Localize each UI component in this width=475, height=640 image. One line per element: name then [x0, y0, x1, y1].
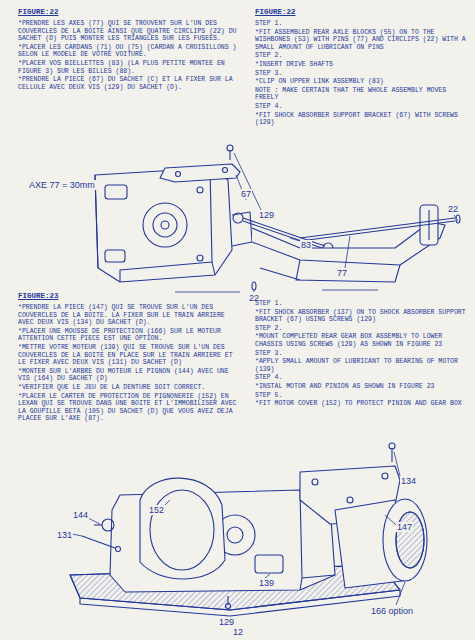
callout-number: AXE 77 = 30mm: [28, 180, 96, 190]
figure-heading: FIGURE:22: [255, 8, 296, 17]
instruction-text: STEP 1.: [255, 300, 467, 308]
shock-bracket: [160, 145, 240, 182]
instruction-text: STEP 4.: [255, 103, 467, 111]
instruction-text: *PLACER VOS BIELLETTES (83) (LA PLUS PET…: [18, 60, 240, 75]
instruction-text: *FIT ASSEMBLED REAR AXLE BLOCKS (55) ON …: [255, 29, 467, 52]
callout-number: 67: [240, 189, 252, 199]
instruction-text: *MONTER SUR L'ARBRE DU MOTEUR LE PIGNON …: [18, 368, 240, 383]
callout-number: 152: [148, 505, 165, 515]
pinion-and-screws: [82, 519, 231, 609]
callout-number: 12: [232, 627, 244, 637]
instruction-text: *PLACER LE CARTER DE PROTECTION DE PIGNO…: [18, 393, 240, 423]
callout-number: 144: [72, 510, 89, 520]
leader-lines: [175, 153, 458, 292]
instruction-text: *APPLY SMALL AMOUNT OF LUBRICANT TO BEAR…: [255, 358, 467, 373]
callout-number: 131: [56, 530, 73, 540]
instruction-text: *CLIP ON UPPER LINK ASSEMBLY (83): [255, 78, 467, 86]
instruction-text: STEP 3.: [255, 350, 467, 358]
callout-number: 77: [336, 268, 348, 278]
pin-77: [252, 215, 460, 290]
figure-heading: FIGURE:22: [18, 8, 59, 17]
instruction-text: STEP 4.: [255, 374, 467, 382]
instruction-text: STEP 1.: [255, 20, 467, 28]
instruction-text: *PLACER UNE MOUSSE DE PROTECTION (166) S…: [18, 328, 240, 343]
instruction-text: *INSTAL MOTOR AND PINION AS SHOWN IN FIG…: [255, 383, 467, 391]
callout-number: 166 option: [370, 606, 414, 616]
instruction-text: STEP 2.: [255, 52, 467, 60]
callout-number: 139: [258, 578, 275, 588]
callout-number: 22: [447, 204, 459, 214]
instruction-text: *FIT MOTOR COVER (152) TO PROTECT PINION…: [255, 400, 467, 408]
instruction-text: STEP 5.: [255, 392, 467, 400]
wishbone: [252, 205, 445, 282]
callout-number: 129: [258, 210, 275, 220]
instruction-text: STEP 3.: [255, 70, 467, 78]
figure-heading: FIGURE:23: [18, 292, 59, 301]
instruction-text: *PRENDRE LA PIECE (67) DU SACHET (C) ET …: [18, 76, 240, 91]
instruction-text: *MOUNT COMPLETED REAR GEAR BOX ASSEMBLY …: [255, 333, 467, 348]
gear-cover-152: [140, 478, 225, 579]
callout-number: 147: [396, 522, 413, 532]
instruction-text: *FIT SHOCK ABSORBER (137) ON TO SHOCK AB…: [255, 309, 467, 324]
instruction-text: *PRENDRE LES AXES (77) QUI SE TROUVENT S…: [18, 20, 240, 43]
instruction-text: *PLACER LES CARDANS (71) OU (75) (CARDAN…: [18, 44, 240, 59]
callout-number: 134: [400, 476, 417, 486]
instruction-text: *FIT SHOCK ABSORBER SUPPORT BRACKET (67)…: [255, 112, 467, 127]
instruction-text: *PRENDRE LA PIECE (147) QUI SE TROUVE SU…: [18, 304, 240, 327]
leader-lines: [72, 452, 405, 605]
instruction-text: STEP 2.: [255, 325, 467, 333]
callout-number: 129: [218, 617, 235, 627]
instruction-text: *VERIFIER QUE LE JEU DE LA DENTURE SOIT …: [18, 384, 240, 392]
motor-139: [335, 499, 427, 588]
gearbox-housing: [95, 168, 252, 282]
instruction-text: *INSERT DRIVE SHAFTS: [255, 61, 467, 69]
callout-number: 83: [300, 240, 312, 250]
instruction-text: *METTRE VOTRE MOTEUR (139) QUI SE TROUVE…: [18, 344, 240, 367]
instruction-text: NOTE : MAKE CERTAIN THAT THE WHOLE ASSEM…: [255, 87, 467, 102]
